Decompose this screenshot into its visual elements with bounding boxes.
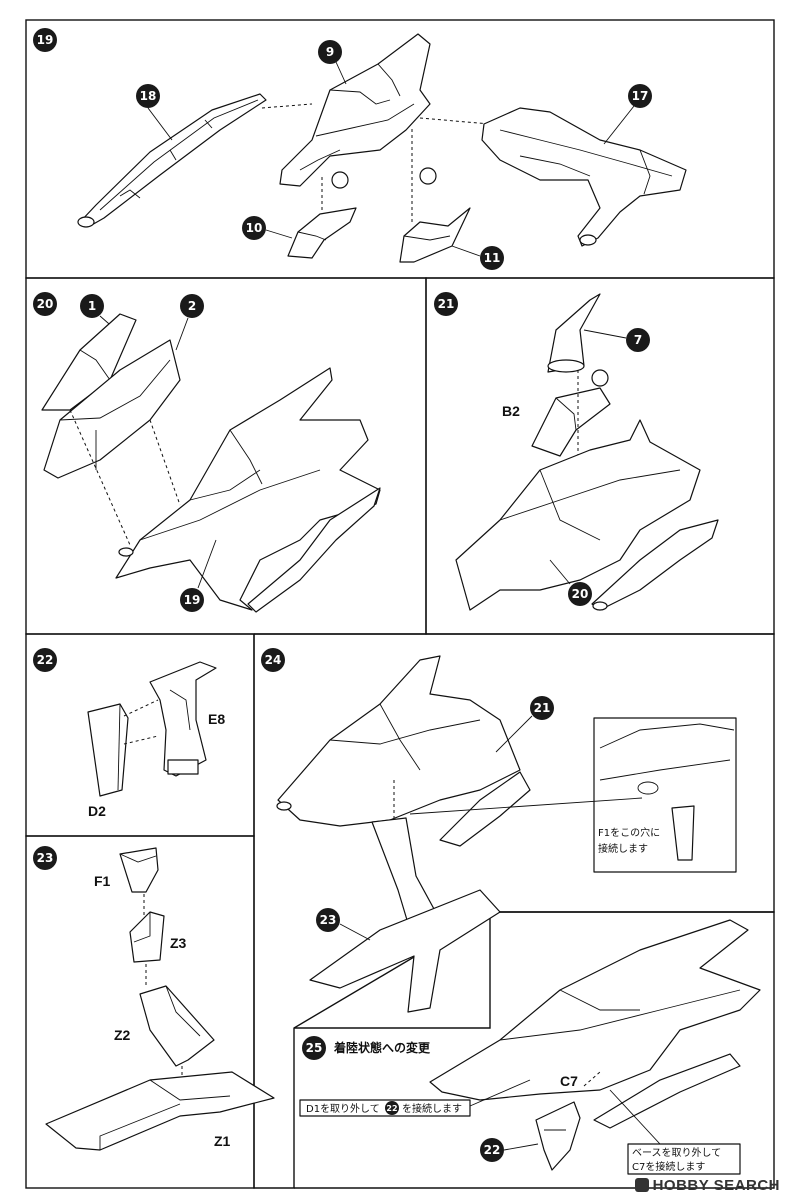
svg-text:9: 9 — [326, 45, 334, 59]
svg-text:2: 2 — [188, 299, 196, 313]
landing-mode-ship-drawing — [429, 919, 761, 1129]
svg-text:11: 11 — [484, 251, 501, 265]
part-11-drawing — [399, 207, 471, 263]
watermark-text: HOBBY SEARCH — [652, 1177, 780, 1194]
note-f1-hole-line1: F1をこの穴に — [598, 826, 660, 839]
note-a-text-post: を接続します — [402, 1102, 462, 1115]
step-22: 22 E8 D2 — [33, 648, 225, 819]
step-title: 着陸状態への変更 — [333, 1040, 431, 1055]
step-number-badge — [33, 28, 57, 52]
step-number-badge — [261, 648, 285, 672]
step-number-badge — [33, 292, 57, 316]
step-number: 25 — [306, 1041, 323, 1055]
step-number-badge — [33, 648, 57, 672]
assembled-ship-drawing — [276, 655, 531, 847]
note-f1-hole-line2: 接続します — [598, 842, 648, 855]
callout-18 — [136, 84, 160, 108]
callout-23 — [316, 908, 340, 932]
part-d2-drawing — [87, 703, 129, 797]
callout-7 — [626, 328, 650, 352]
label-f1: F1 — [94, 873, 111, 889]
panel-step-25 — [294, 911, 775, 1189]
svg-text:17: 17 — [632, 89, 649, 103]
callout-2 — [180, 294, 204, 318]
label-b2: B2 — [502, 403, 520, 419]
panel-step-22 — [25, 633, 255, 837]
step-20: 20 1 2 19 — [33, 292, 381, 613]
panel-step-24 — [253, 633, 775, 1189]
part-e8-drawing — [149, 661, 217, 777]
note-b-line1: ベースを取り外して — [632, 1147, 721, 1159]
part-20-assembly-drawing — [455, 419, 719, 611]
callout-1 — [80, 294, 104, 318]
part-10-drawing — [287, 207, 357, 259]
note-b-box — [627, 1143, 741, 1175]
part-f1-drawing — [119, 847, 159, 893]
part-z1-drawing — [45, 1071, 275, 1151]
part-z2-drawing — [139, 985, 215, 1067]
svg-text:7: 7 — [634, 333, 642, 347]
svg-text:23: 23 — [320, 913, 337, 927]
step-23: 23 F1 Z3 Z2 Z1 — [33, 846, 275, 1151]
step-number-badge — [33, 846, 57, 870]
note-b-line2: C7を接続します — [632, 1160, 705, 1173]
note-a-text-pre: D1を取り外して — [306, 1103, 380, 1115]
callout-21 — [530, 696, 554, 720]
panel-frames — [25, 19, 775, 1189]
hobby-search-logo-icon — [634, 1178, 649, 1192]
svg-text:22: 22 — [484, 1143, 501, 1157]
step-number: 19 — [37, 33, 54, 47]
step-25: 25 着陸状態への変更 C7 D1を取り外して 22 を接続します 22 ベース… — [299, 919, 761, 1175]
callout-20 — [568, 582, 592, 606]
callout-11 — [480, 246, 504, 270]
callout-10 — [242, 216, 266, 240]
svg-text:20: 20 — [572, 587, 589, 601]
part-22-drawing — [535, 1101, 581, 1171]
step-number: 20 — [37, 297, 54, 311]
detail-inset — [593, 717, 737, 873]
step-19: 19 18 9 — [33, 28, 687, 270]
part-23-stand-drawing — [309, 817, 501, 1013]
step-21: 21 7 B2 20 — [434, 292, 719, 611]
part-z3-drawing — [129, 911, 165, 963]
callout-19 — [180, 588, 204, 612]
step-number: 22 — [37, 653, 54, 667]
part-18-drawing — [77, 93, 267, 228]
label-c7: C7 — [560, 1073, 578, 1089]
callout-22 — [480, 1138, 504, 1162]
label-d2: D2 — [88, 803, 106, 819]
label-e8: E8 — [208, 711, 225, 727]
part-2-drawing — [43, 339, 181, 479]
step-number-badge — [302, 1036, 326, 1060]
glue-note-icon — [331, 171, 349, 189]
step-24: 24 21 23 F1をこの穴に 接続します — [261, 648, 737, 1013]
callout-9 — [318, 40, 342, 64]
step-number: 23 — [37, 851, 54, 865]
svg-text:21: 21 — [534, 701, 551, 715]
step-number-badge — [434, 292, 458, 316]
svg-text:10: 10 — [246, 221, 263, 235]
part-19-assembly-drawing — [115, 367, 381, 613]
step-number: 24 — [265, 653, 282, 667]
glue-note-icon — [419, 167, 437, 185]
svg-text:1: 1 — [88, 299, 96, 313]
label-z3: Z3 — [170, 935, 187, 951]
label-z1: Z1 — [214, 1133, 231, 1149]
label-z2: Z2 — [114, 1027, 131, 1043]
glue-note-icon — [591, 369, 609, 387]
watermark: HOBBY SEARCH — [634, 1177, 780, 1194]
step-number: 21 — [438, 297, 455, 311]
part-9-drawing — [279, 33, 431, 187]
callout-17 — [628, 84, 652, 108]
svg-text:18: 18 — [140, 89, 157, 103]
svg-text:19: 19 — [184, 593, 201, 607]
part-b2-drawing — [531, 387, 611, 457]
note-a-step-badge — [385, 1101, 399, 1115]
part-7-drawing — [547, 293, 601, 373]
part-17-drawing — [481, 107, 687, 247]
svg-text:22: 22 — [386, 1104, 397, 1113]
